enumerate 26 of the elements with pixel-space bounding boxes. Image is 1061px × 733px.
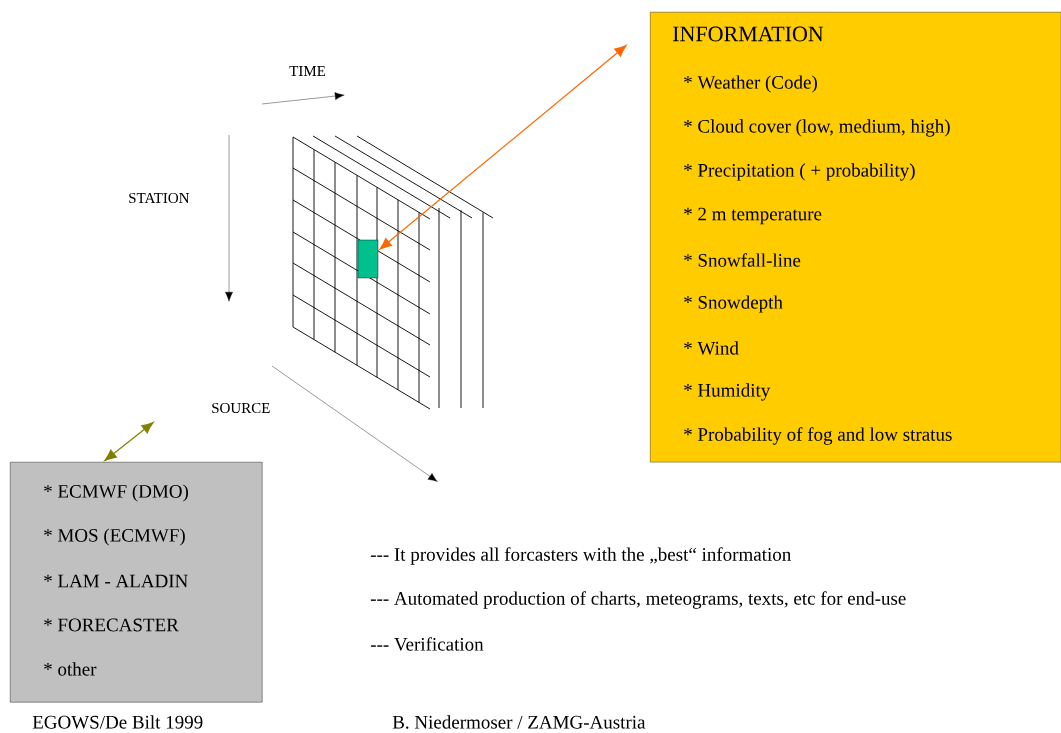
- list-item: * Humidity: [684, 383, 771, 401]
- note-text: --- It provides all forcasters with the „best“ information: [370, 547, 791, 565]
- arrow: [379, 44, 627, 250]
- box-heading: INFORMATION: [673, 26, 824, 42]
- list-item: * Precipitation ( + probability): [684, 163, 915, 181]
- highlighted-cell: [357, 239, 379, 279]
- caption-text: EGOWS/De Bilt 1999: [32, 715, 203, 729]
- list-item: * ECMWF (DMO): [44, 484, 188, 502]
- list-item: * MOS (ECMWF): [44, 528, 185, 546]
- list-item: * Snowdepth: [684, 295, 783, 313]
- arrow: [104, 421, 154, 462]
- list-item: * LAM - ALADIN: [44, 574, 188, 588]
- note-text: --- Automated production of charts, meteograms, texts, etc for end-use: [370, 591, 906, 609]
- list-item: * Wind: [684, 341, 739, 355]
- list-item: * other: [44, 662, 97, 676]
- list-item: * Cloud cover (low, medium, high): [684, 119, 950, 137]
- list-item: * FORECASTER: [44, 618, 179, 632]
- footer-text: B. Niedermoser / ZAMG-Austria: [392, 715, 646, 729]
- list-item: * Weather (Code): [684, 75, 817, 93]
- list-item: * 2 m temperature: [684, 207, 822, 225]
- axis-label: STATION: [129, 192, 190, 204]
- list-item: * Probability of fog and low stratus: [684, 427, 952, 445]
- axis-label: SOURCE: [212, 402, 270, 414]
- axis-label: TIME: [289, 66, 326, 76]
- note-text: --- Verification: [370, 637, 484, 651]
- list-item: * Snowfall-line: [684, 253, 801, 267]
